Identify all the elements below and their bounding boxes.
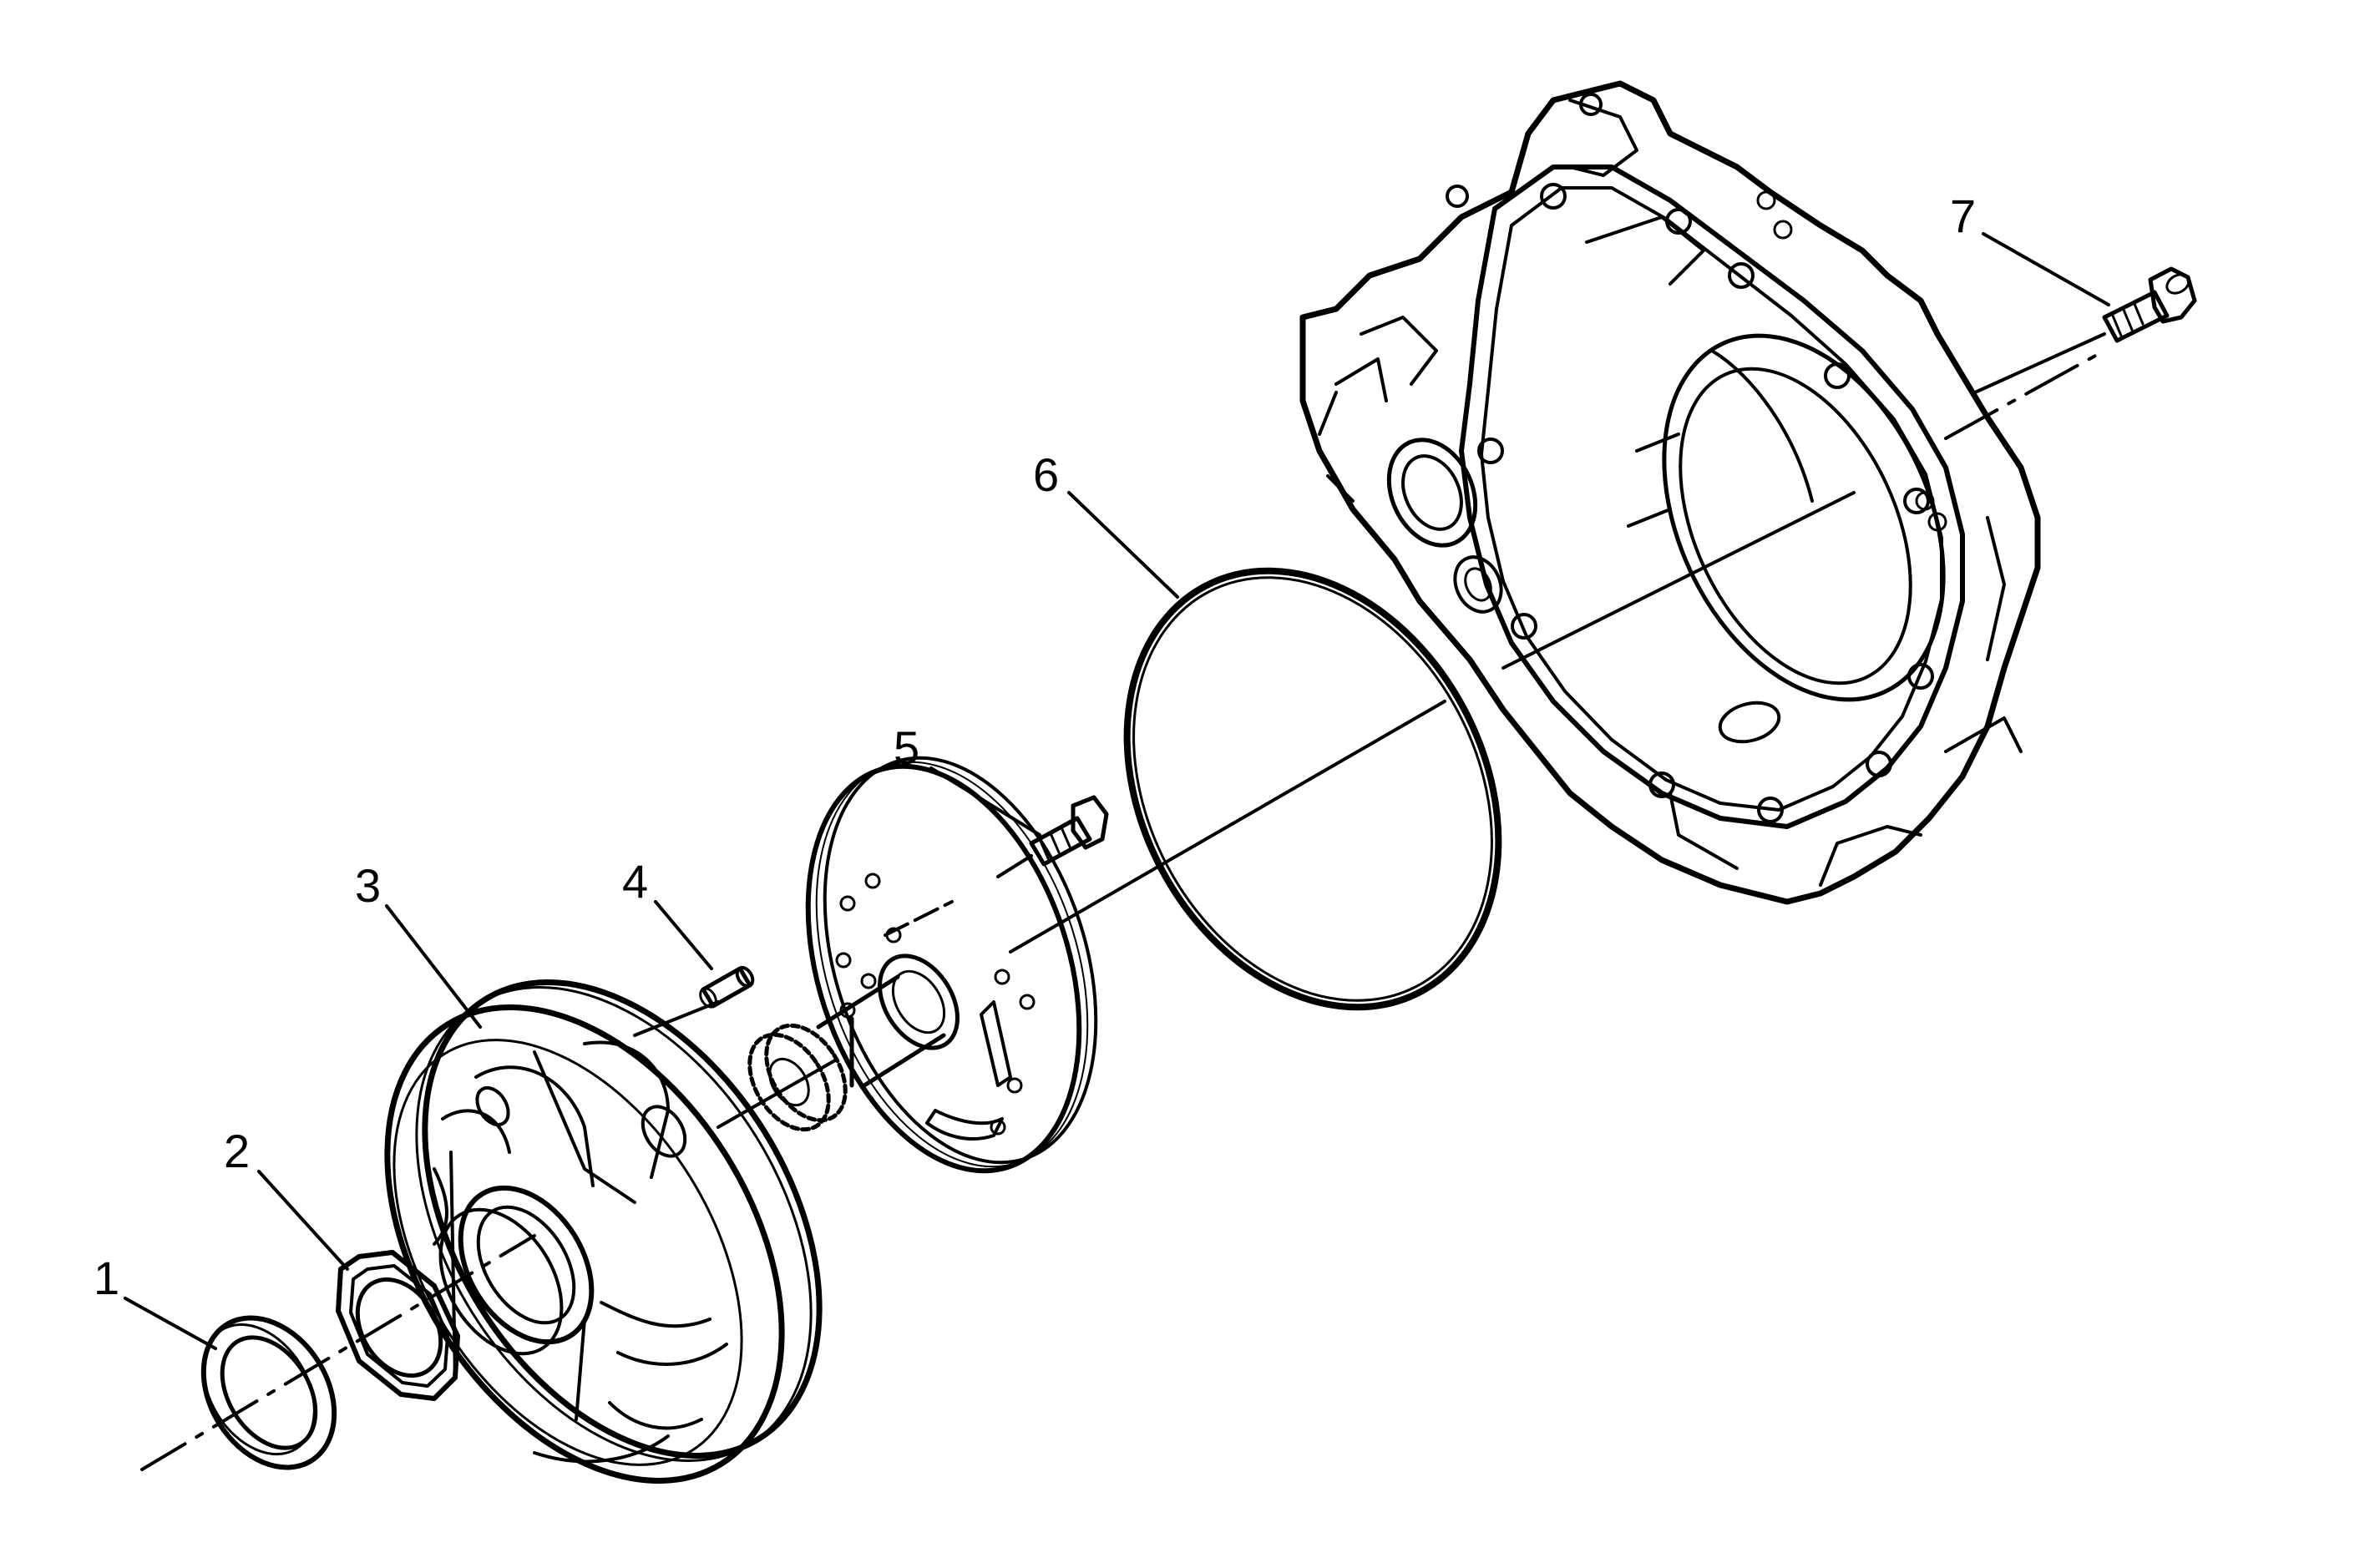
bolt-7 bbox=[2102, 266, 2197, 343]
callout-1: 1 bbox=[94, 1252, 119, 1304]
callout-6: 6 bbox=[1033, 448, 1059, 501]
center-axis bbox=[140, 332, 2106, 1471]
callout-5: 5 bbox=[894, 721, 919, 774]
callout-7: 7 bbox=[1950, 190, 1976, 242]
bolt-5 bbox=[996, 795, 1109, 878]
pump-body bbox=[384, 979, 823, 1484]
callout-4: 4 bbox=[622, 855, 648, 908]
dowel-pin bbox=[699, 965, 755, 1009]
o-ring bbox=[1123, 567, 1502, 1011]
pump-gear-assembly bbox=[747, 756, 1098, 1174]
callout-3: 3 bbox=[355, 859, 381, 912]
callout-2: 2 bbox=[224, 1125, 250, 1177]
callouts: 1 2 3 4 5 6 7 bbox=[94, 190, 1976, 1304]
seal-ring bbox=[200, 1315, 337, 1470]
transmission-case bbox=[1299, 80, 2041, 905]
leader-lines bbox=[124, 232, 2110, 1350]
